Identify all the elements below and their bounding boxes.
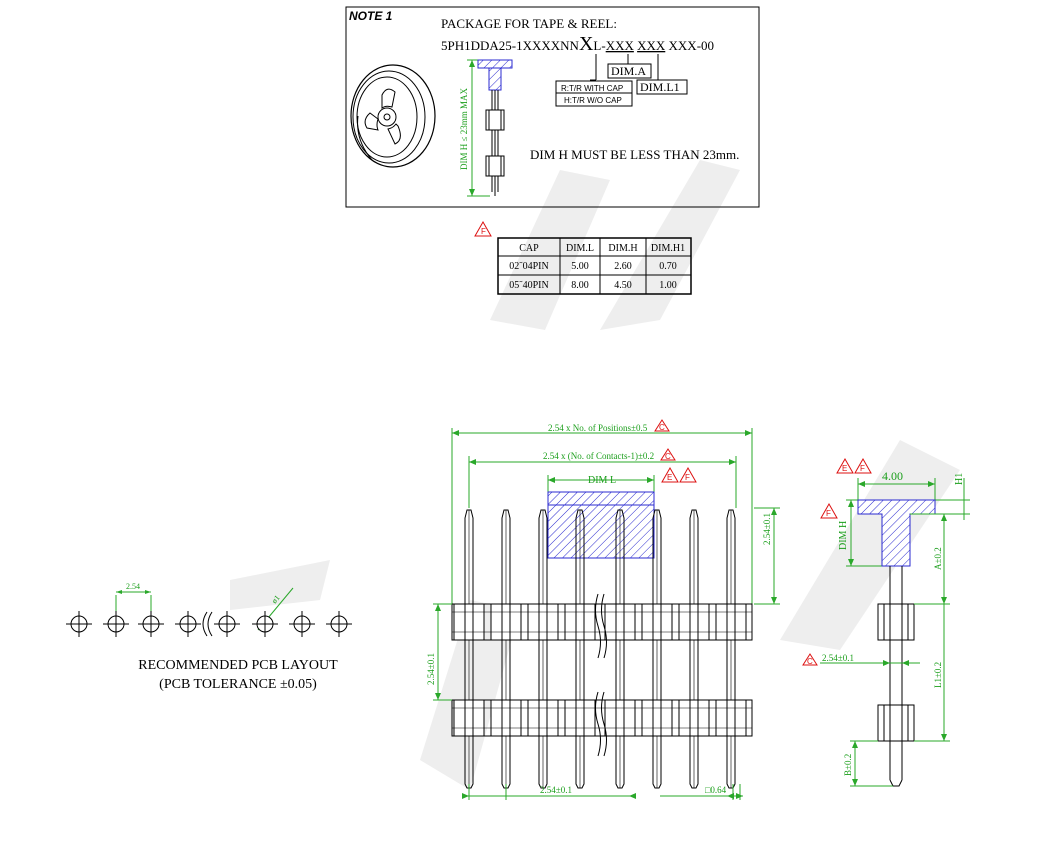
package-title: PACKAGE FOR TAPE & REEL: [441,16,617,31]
svg-text:F: F [860,464,865,473]
note-box: NOTE 1 PACKAGE FOR TAPE & REEL: 5PH1DDA2… [345,6,760,208]
housing-cell [678,699,710,737]
table-cell: 2.60 [614,261,632,272]
front-pin [538,509,548,789]
housing-cell [453,603,485,641]
rev-f-dim-h: F [820,502,838,519]
housing-cell [715,699,747,737]
a-label: A±0.2 [933,547,943,570]
dimension-table: CAP DIM.L DIM.H DIM.H1 02˜04PIN 5.00 2.6… [497,237,692,295]
left-pitch-label: 2.54±0.1 [426,653,436,685]
svg-text:F: F [685,473,690,482]
option-with-cap: R:T/R WITH CAP [561,84,623,93]
table-header-dimh1: DIM.H1 [651,243,685,254]
option-without-cap: H:T/R W/O CAP [564,96,622,105]
housing-cell [678,603,710,641]
housing-cell [490,699,522,737]
svg-text:F: F [481,227,486,236]
rev-f-side: F [854,457,872,474]
rev-c-contacts: C [660,448,676,461]
bottom-pitch-label: 2.54±0.1 [540,785,572,795]
dim-a-box [607,63,652,79]
table-cell: 0.70 [659,261,677,272]
reel-illustration [350,64,436,168]
housing-cell [564,603,596,641]
housing-cell [641,699,673,737]
right-pitch-label: 2.54±0.1 [762,513,772,545]
dim-l1-box [636,79,688,95]
front-pin [689,509,699,789]
housing-cell [641,603,673,641]
pcb-label-2: (PCB TOLERANCE ±0.05) [159,677,317,692]
dim-h-max-label: DIM H ≤ 23mm MAX [459,88,469,170]
front-pin [615,509,625,789]
side-view: E F 4.00 H1 F DIM H [802,457,970,787]
dim-h-note: DIM H MUST BE LESS THAN 23mm. [530,147,739,162]
front-pin [726,509,736,789]
front-pin [464,509,474,789]
note-pin-drawing [477,59,513,196]
svg-text:C: C [665,452,671,461]
part-number: 5PH1DDA25-1XXXXNNXL-XXX XXX XXX-00 [441,33,714,55]
dim-h-label: DIM H [838,521,849,550]
housing-cell [490,603,522,641]
pcb-pitch-label: 2.54 [126,582,140,591]
housing-cell [527,699,559,737]
pin-size-label: □0.64 [705,785,727,795]
rev-f-dim-l: F [679,466,697,483]
side-pitch-label: 2.54±0.1 [822,653,854,663]
dim-a-label: DIM.A [611,64,646,78]
side-cap-hatched [857,499,936,567]
rev-e-side: E [836,457,854,474]
dim-h-max-dimension: DIM H ≤ 23mm MAX [459,59,490,197]
side-width-label: 4.00 [882,469,903,483]
rev-e-dim-l: E [661,466,679,483]
note-title: NOTE 1 [349,9,393,23]
cap-hatched-area [547,491,655,559]
front-pin [501,509,511,789]
table-header-diml: DIM.L [566,243,594,254]
pcb-label-1: RECOMMENDED PCB LAYOUT [138,658,338,673]
svg-text:C: C [807,657,813,666]
contacts-length-label: 2.54 x (No. of Contacts-1)±0.2 [543,451,654,461]
svg-text:E: E [842,464,847,473]
table-cell: 05˜40PIN [509,280,548,291]
front-pin [652,509,662,789]
table-header-cap: CAP [519,243,539,254]
housing-cell [527,603,559,641]
rev-f-table-marker: F [474,220,492,237]
rev-c-overall: C [654,419,670,432]
housing-cell [715,603,747,641]
table-header-dimh: DIM.H [608,243,637,254]
rev-c-side: C [802,653,818,666]
housing-cell [604,603,636,641]
table-cell: 1.00 [659,280,677,291]
table-cell: 4.50 [614,280,632,291]
svg-text:F: F [826,509,831,518]
pcb-layout: 2.54 ø1 RECOMMENDED PCB LAYOUT (PCB TOLE… [66,582,352,692]
housing-cell [604,699,636,737]
watermark [230,160,960,790]
table-cell: 02˜04PIN [509,261,548,272]
table-cell: 8.00 [571,280,589,291]
pcb-hole-label: ø1 [270,593,282,605]
l1-label: L1±0.2 [933,662,943,688]
dim-l-label: DIM L [588,475,616,486]
h1-label: H1 [954,473,965,485]
front-pin [575,509,585,789]
b-label: B±0.2 [843,754,853,776]
pins-group [451,509,753,789]
svg-text:C: C [659,423,665,432]
overall-length-label: 2.54 x No. of Positions±0.5 [548,423,648,433]
housing-cell [564,699,596,737]
front-view: 2.54 x No. of Positions±0.5 C 2.54 x (No… [426,419,780,800]
svg-text:E: E [667,473,672,482]
table-cell: 5.00 [571,261,589,272]
housing-cell [453,699,485,737]
dim-l1-label: DIM.L1 [640,80,680,94]
